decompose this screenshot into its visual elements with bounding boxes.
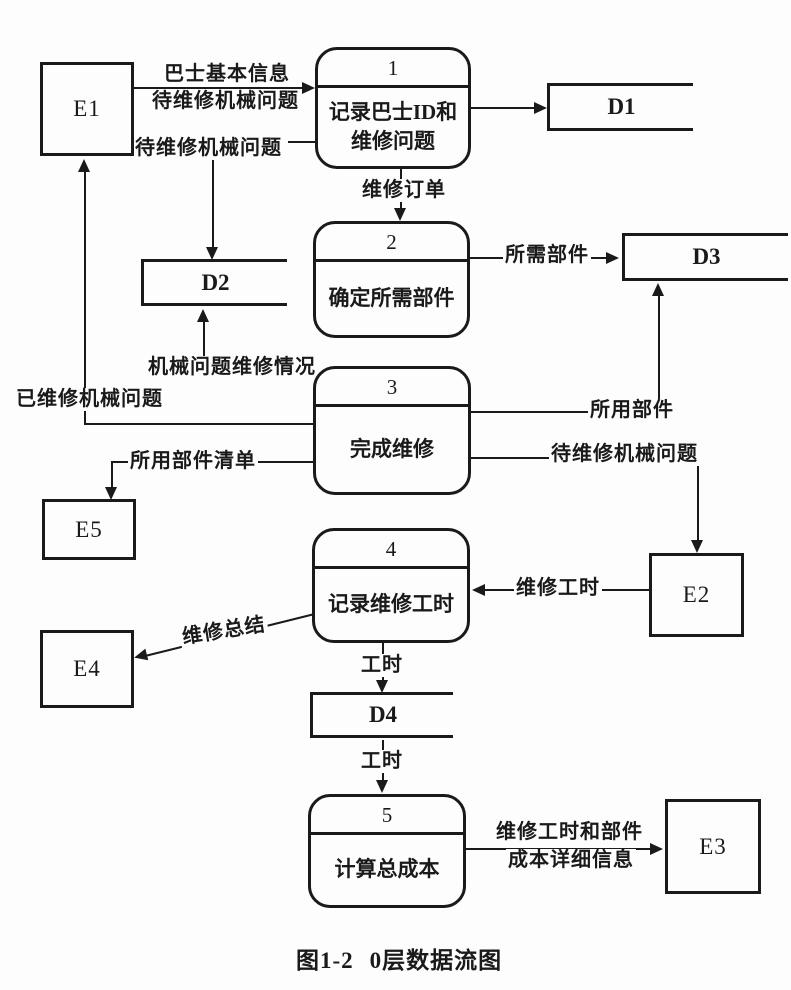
flow-d4-p5-arrowhead-icon xyxy=(376,780,388,793)
entity-e2-label: E2 xyxy=(682,582,711,607)
flow-p1-d1-arrowhead-icon xyxy=(534,102,547,114)
entity-e1-label: E1 xyxy=(73,96,101,121)
flow-label-p3-e5: 所用部件清单 xyxy=(128,450,258,473)
process-4: 4 记录维修工时 xyxy=(312,528,470,643)
process-4-name: 记录维修工时 xyxy=(328,591,454,616)
process-1-name-line2: 维修问题 xyxy=(351,129,435,153)
process-4-number: 4 xyxy=(315,531,467,569)
figure-caption: 图1-2 0层数据流图 xyxy=(296,941,502,975)
flow-label-e2-p4: 维修工时 xyxy=(514,577,602,600)
entity-e5: E5 xyxy=(42,499,136,560)
flow-e1-p1-line xyxy=(134,87,304,89)
process-1-name: 记录巴士ID和 维修问题 xyxy=(318,88,468,166)
process-3-name: 完成维修 xyxy=(350,436,434,461)
figure-caption-prefix: 图1-2 xyxy=(296,948,354,973)
flow-p3-d2-line xyxy=(203,321,205,357)
flow-e2-p4-arrowhead-icon xyxy=(472,584,485,596)
entity-e5-label: E5 xyxy=(75,516,103,542)
flow-label-d4-p5: 工时 xyxy=(359,750,405,773)
flow-p1-p2-arrowhead-icon xyxy=(394,208,406,221)
flow-p2-d3-arrowhead-icon xyxy=(606,252,619,264)
entity-e3-label: E3 xyxy=(699,833,727,859)
flow-p4-d4-arrowhead-icon xyxy=(376,680,388,693)
flow-label-p1-d2: 待维修机械问题 xyxy=(133,137,284,160)
process-3-number: 3 xyxy=(316,369,468,407)
flow-label-p4-d4: 工时 xyxy=(359,654,405,677)
flow-p3-e1-arrowhead-icon xyxy=(78,159,90,172)
entity-e1: E1 xyxy=(40,62,134,156)
flow-label-e1-p1-line2: 待维修机械问题 xyxy=(150,90,301,113)
process-5-name: 计算总成本 xyxy=(334,857,440,882)
flow-p5-e3-arrowhead-icon xyxy=(650,843,663,855)
process-2: 2 确定所需部件 xyxy=(313,221,470,338)
flow-p3-d2-arrowhead-icon xyxy=(197,309,209,322)
flow-p3-e2-arrowhead-icon xyxy=(691,540,703,553)
flow-p3-d3-arrowhead-icon xyxy=(652,283,664,296)
figure-caption-title: 0层数据流图 xyxy=(369,948,503,973)
flow-label-p3-e2: 待维修机械问题 xyxy=(549,443,700,466)
store-d4-label: D4 xyxy=(368,702,398,727)
store-d2-label: D2 xyxy=(201,269,230,295)
process-1: 1 记录巴士ID和 维修问题 xyxy=(315,47,471,169)
store-d1-label: D1 xyxy=(607,94,636,119)
flow-label-p3-d3: 所用部件 xyxy=(588,399,676,422)
flow-label-p3-e1: 已维修机械问题 xyxy=(14,388,165,411)
entity-e4-label: E4 xyxy=(73,656,101,681)
flow-p3-e5-line-v xyxy=(111,461,113,489)
process-3: 3 完成维修 xyxy=(313,366,471,495)
flow-label-p5-e3-line2: 成本详细信息 xyxy=(506,849,636,872)
flow-p3-e2-line-v xyxy=(697,458,699,542)
flow-label-p2-d3: 所需部件 xyxy=(503,244,591,267)
flow-label-p1-p2: 维修订单 xyxy=(360,179,448,202)
process-1-number: 1 xyxy=(318,50,468,88)
process-2-number: 2 xyxy=(316,224,467,262)
flow-e1-p1-arrowhead-icon xyxy=(302,82,315,94)
process-1-name-line1: 记录巴士ID和 xyxy=(328,99,458,124)
flow-p3-d3-line-h xyxy=(471,411,589,413)
flow-p3-d3-line-v xyxy=(658,294,660,405)
process-5: 5 计算总成本 xyxy=(308,794,466,908)
store-d2: D2 xyxy=(141,259,287,306)
store-d4: D4 xyxy=(310,692,453,738)
store-d1: D1 xyxy=(547,83,693,131)
entity-e2: E2 xyxy=(649,553,744,637)
flow-p1-d2-arrowhead-icon xyxy=(206,247,218,260)
flow-label-p5-e3-line1: 维修工时和部件 xyxy=(494,821,645,844)
entity-e4: E4 xyxy=(40,630,134,708)
store-d3: D3 xyxy=(622,233,788,281)
flow-label-p4-e4: 维修总结 xyxy=(178,613,270,650)
store-d3-label: D3 xyxy=(692,244,721,269)
flow-p3-e1-line-v xyxy=(84,171,86,425)
flow-p4-e4-arrowhead-icon xyxy=(132,648,149,664)
entity-e3: E3 xyxy=(665,799,761,894)
flow-p1-d1-line xyxy=(471,107,537,109)
flow-label-p3-d2: 机械问题维修情况 xyxy=(146,356,318,379)
flow-p1-d2-line-h xyxy=(288,141,317,143)
flow-p3-e5-arrowhead-icon xyxy=(105,487,117,500)
flow-label-e1-p1-line1: 巴士基本信息 xyxy=(162,63,292,86)
flow-p3-e1-line-h xyxy=(84,423,313,425)
flow-p1-d2-line-v xyxy=(212,160,214,248)
process-5-number: 5 xyxy=(311,797,463,835)
process-2-name: 确定所需部件 xyxy=(328,285,455,310)
